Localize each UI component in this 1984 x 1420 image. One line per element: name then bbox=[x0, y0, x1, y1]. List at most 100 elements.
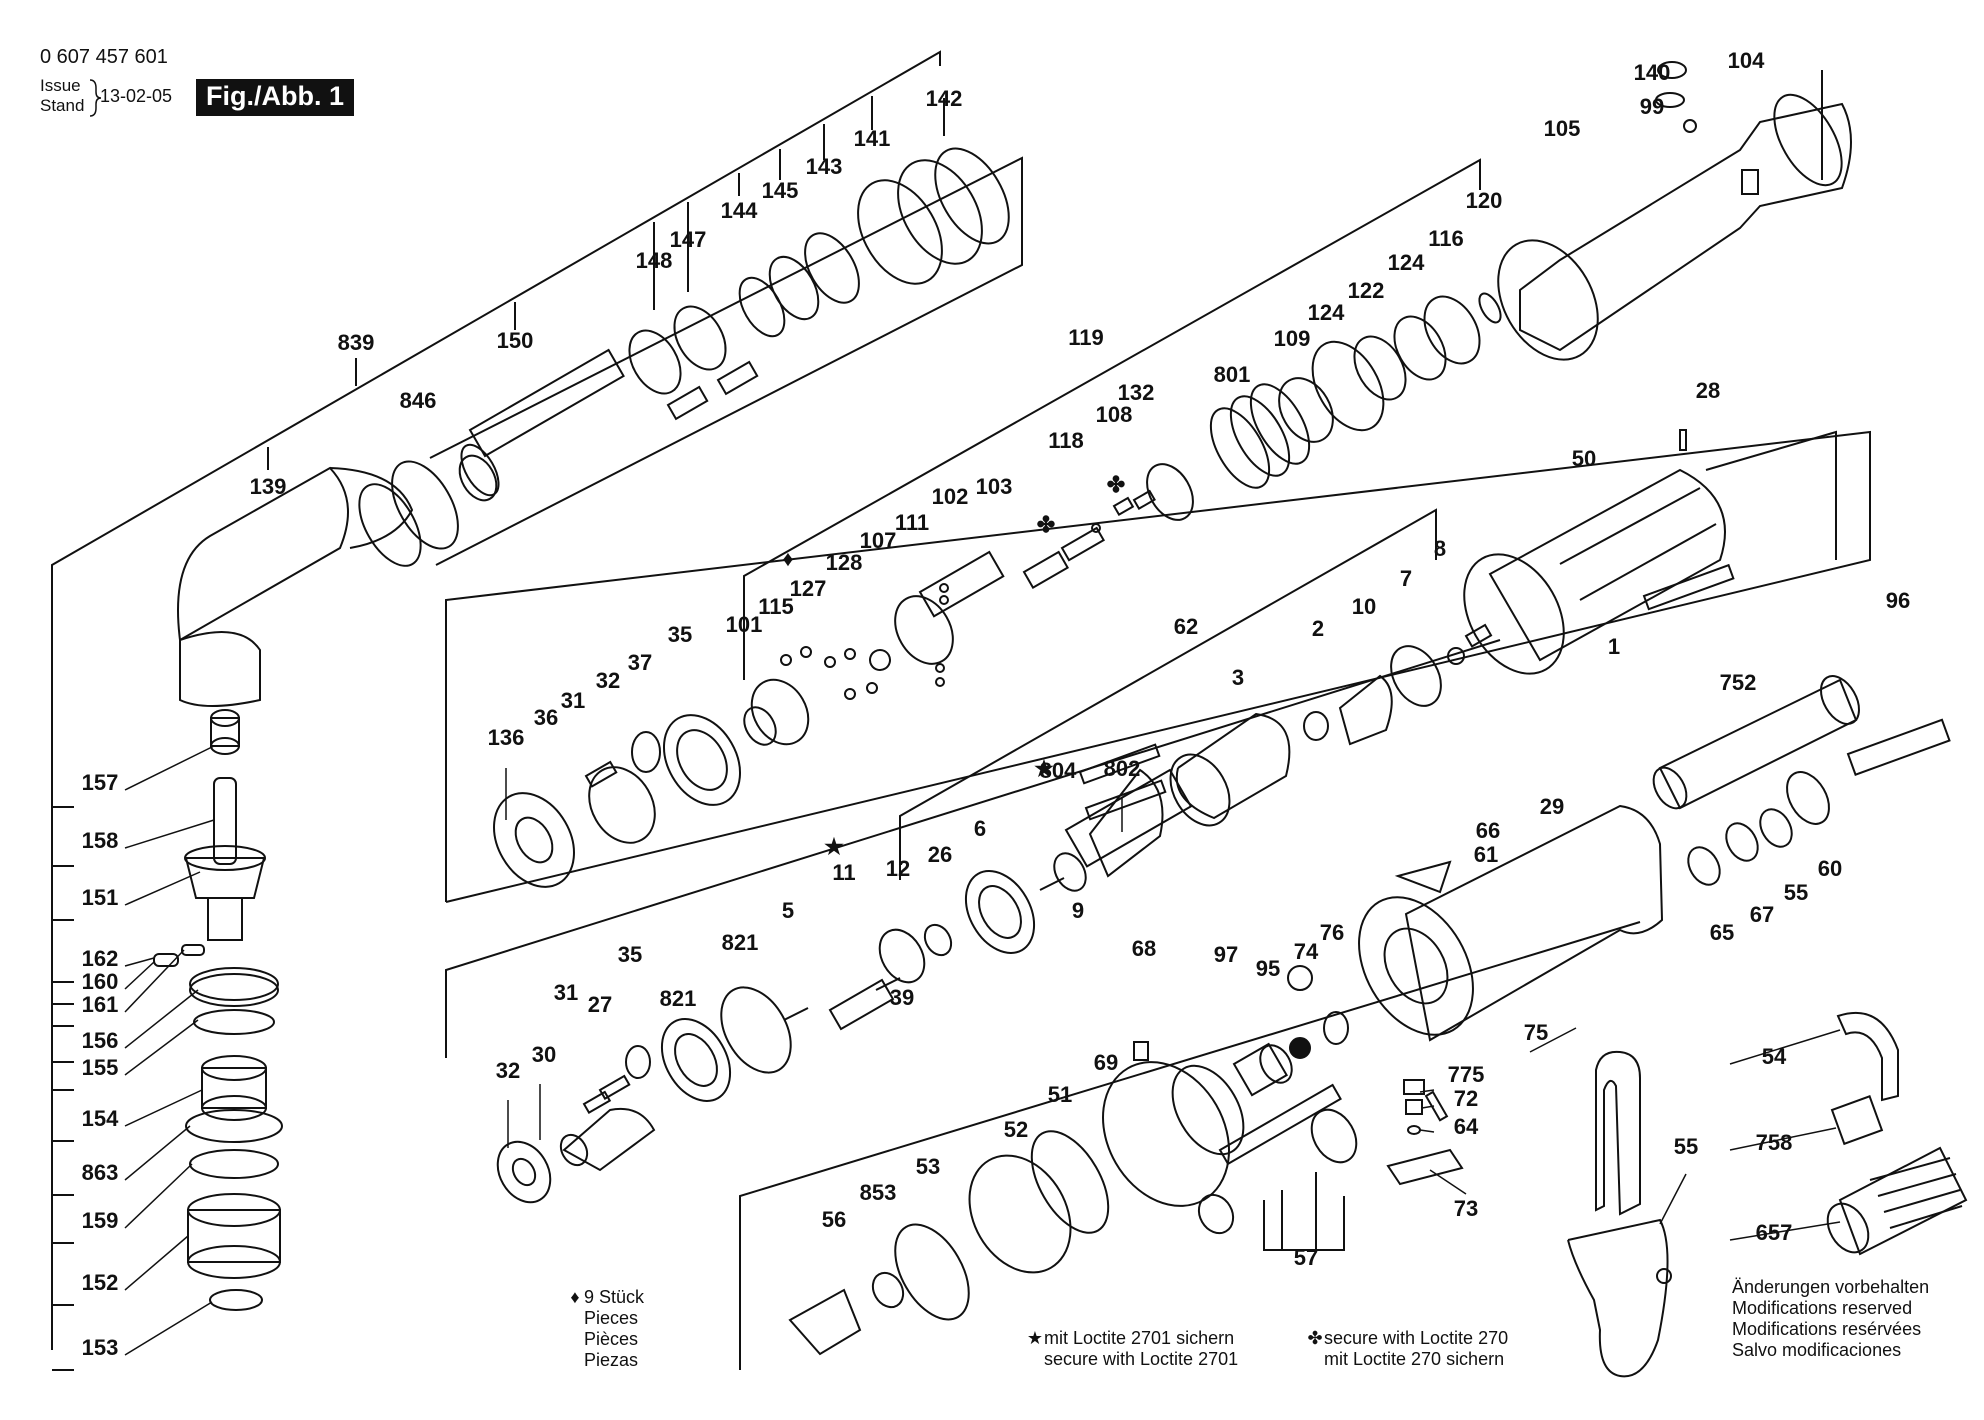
callout-label-pin: 161 bbox=[82, 992, 119, 1017]
leader-line-screw bbox=[124, 957, 155, 967]
callout-label-ball-bearing: 8 bbox=[1434, 536, 1446, 561]
callout-label-o-ring: 853 bbox=[860, 1180, 897, 1205]
clutch-panel bbox=[445, 430, 1871, 903]
callout-label-needle: 32 bbox=[596, 668, 620, 693]
callout-label-nut: 152 bbox=[82, 1270, 119, 1295]
loctite-2701-note: ★mit Loctite 2701 sichern secure with Lo… bbox=[1026, 1328, 1238, 1370]
callout-label-reversing-valve: 56 bbox=[822, 1207, 846, 1232]
callout-label-pinion: 26 bbox=[928, 842, 952, 867]
callout-label-pin: 103 bbox=[976, 474, 1013, 499]
callout-label-pin: 821 bbox=[660, 986, 697, 1011]
leader-line-o-ring bbox=[124, 1163, 193, 1229]
angle-panel bbox=[429, 156, 1023, 566]
angle-head-group bbox=[51, 50, 1023, 1350]
issue-stand-label: Issue Stand bbox=[40, 76, 84, 116]
callout-label-spring: 69 bbox=[1094, 1050, 1118, 1075]
star-icon: ★ bbox=[1026, 1328, 1044, 1348]
leader-line-o-ring bbox=[1419, 1089, 1435, 1093]
callout-label-washer: 124 bbox=[1388, 250, 1425, 275]
callout-label-handle: 61 bbox=[1474, 842, 1498, 867]
callout-label-ring-gear: 35 bbox=[668, 622, 692, 647]
callout-label-retaining-ring: 142 bbox=[926, 86, 963, 111]
callout-label-screw: 51 bbox=[1048, 1082, 1072, 1107]
callout-label-washer: 124 bbox=[1308, 300, 1345, 325]
callout-label-bevel-gear: 151 bbox=[82, 885, 119, 910]
bracket-802 bbox=[899, 508, 1437, 880]
leader-line-bevel-gear bbox=[124, 871, 201, 906]
callout-label-reversing-ring: 52 bbox=[1004, 1117, 1028, 1142]
callout-label-ball: 68 bbox=[1132, 936, 1156, 961]
callout-label-needle-bearing: 147 bbox=[670, 227, 707, 252]
callout-label-thrust-bearing: 156 bbox=[82, 1028, 119, 1053]
leader-line-screen bbox=[1429, 1169, 1467, 1195]
callout-label-o-ring: 105 bbox=[1544, 116, 1581, 141]
callout-label-pin: 50 bbox=[1572, 446, 1596, 471]
callout-label-bushing: 157 bbox=[82, 770, 119, 795]
issue-date: 13-02-05 bbox=[100, 86, 173, 106]
callout-label-adjusting-nut: 116 bbox=[1428, 226, 1464, 251]
callout-label-motor-assembly: 802 bbox=[1104, 756, 1141, 781]
callout-label-washer: 144 bbox=[721, 198, 758, 223]
callout-label-end-plate: 5 bbox=[782, 898, 794, 923]
callout-label-needle: 32 bbox=[496, 1058, 520, 1083]
clutch-group bbox=[445, 158, 1871, 903]
callout-label-end-plate: 7 bbox=[1400, 566, 1412, 591]
leader-line-needle-bearing bbox=[124, 1089, 203, 1127]
motor-housing-group bbox=[1463, 429, 1837, 675]
leader-line-nut bbox=[124, 1235, 189, 1291]
callout-label-pin: 821 bbox=[722, 930, 759, 955]
callout-label-thrust-bearing: 122 bbox=[1348, 278, 1385, 303]
callout-label-planet-carrier: 36 bbox=[534, 705, 558, 730]
callout-label-washer: 10 bbox=[1352, 594, 1376, 619]
callout-label-motor-housing: 1 bbox=[1608, 634, 1620, 659]
diamond-icon: ♦ bbox=[570, 1287, 580, 1307]
star-icon: ★ bbox=[1034, 756, 1054, 781]
callout-labels: 8398461501481471441451431411421391571581… bbox=[82, 48, 1911, 1360]
callout-label-ring-gear: 35 bbox=[618, 942, 642, 967]
modifications-note: Änderungen vorbehalten Modifications res… bbox=[1732, 1277, 1929, 1361]
callout-label-o-ring: 863 bbox=[82, 1160, 119, 1185]
accessory-group bbox=[1567, 1011, 1968, 1378]
callout-label-screen: 60 bbox=[1818, 856, 1842, 881]
figure-title: Fig./Abb. 1 bbox=[196, 79, 354, 116]
callout-label-label: 96 bbox=[1886, 588, 1910, 613]
clutch-housing-group bbox=[1497, 61, 1852, 361]
modifications-line-4: Salvo modificaciones bbox=[1732, 1340, 1902, 1360]
callout-label-lever: 67 bbox=[1750, 902, 1774, 927]
pieces-note-line-3: Pièces bbox=[584, 1329, 639, 1349]
callout-label-o-ring: 55 bbox=[1674, 1134, 1698, 1159]
callout-label-needle-bearing: 148 bbox=[636, 248, 673, 273]
star-icon: ★ bbox=[824, 834, 844, 859]
modifications-line-3: Modifications resérvées bbox=[1732, 1319, 1922, 1339]
callout-label-set-screw: 132 bbox=[1118, 380, 1155, 405]
pieces-note-line-4: Piezas bbox=[584, 1350, 639, 1370]
callout-label-pin: 73 bbox=[1454, 1196, 1478, 1221]
diamond-icon: ♦ bbox=[782, 546, 793, 571]
retaining-ring-142 bbox=[934, 147, 1010, 245]
callout-label-vanes: 804 bbox=[1040, 758, 1077, 783]
motor-group bbox=[445, 508, 1501, 1058]
bracket-801 bbox=[743, 158, 1481, 680]
left-column-parts bbox=[52, 709, 283, 1371]
leader-line-o-ring bbox=[124, 1125, 191, 1181]
stand-label: Stand bbox=[40, 96, 85, 115]
callout-label-ball: 128 bbox=[826, 550, 863, 575]
leader-line-o-ring bbox=[1419, 1129, 1435, 1133]
issue-label: Issue bbox=[40, 76, 81, 95]
callout-label-o-ring: 53 bbox=[916, 1154, 940, 1179]
callout-label-disc: 27 bbox=[588, 992, 612, 1017]
callout-label-spring: 109 bbox=[1274, 326, 1311, 351]
club-icon: ✤ bbox=[1037, 512, 1055, 537]
callout-label-pin: 31 bbox=[561, 688, 585, 713]
callout-label-lock-plate: 120 bbox=[1466, 188, 1503, 213]
pieces-note-line-2: Pieces bbox=[584, 1308, 639, 1328]
loctite-270-line-1: secure with Loctite 270 bbox=[1324, 1328, 1509, 1348]
modifications-line-1: Änderungen vorbehalten bbox=[1732, 1277, 1930, 1297]
angle-head-body bbox=[177, 466, 349, 642]
callout-label-ball: 115 bbox=[758, 594, 794, 619]
issue-brace bbox=[89, 79, 102, 117]
leader-line-pin bbox=[1529, 1027, 1577, 1053]
callout-label-spring: 107 bbox=[860, 528, 897, 553]
spindle-150 bbox=[468, 348, 625, 458]
